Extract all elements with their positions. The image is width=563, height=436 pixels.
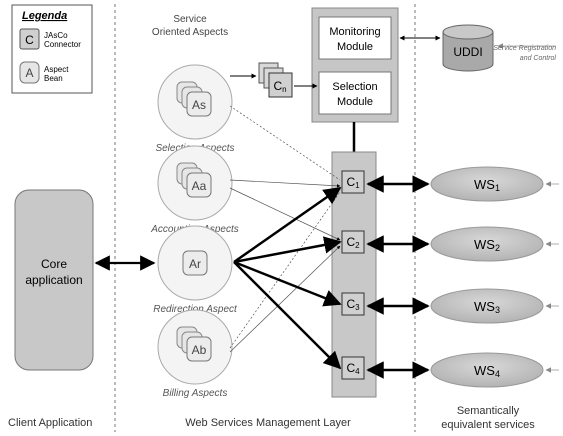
legend-connector-label-1: JAsCo	[44, 31, 68, 40]
legend: Legenda C JAsCo Connector A Aspect Bean	[11, 4, 93, 94]
redirection-to-c1-arrow	[233, 186, 342, 264]
aspect-symbol: Ar	[189, 257, 201, 271]
caption-semantically-1: Semantically	[457, 405, 520, 417]
web-service-3: WS3	[366, 288, 559, 324]
legend-connector-symbol: C	[25, 33, 34, 47]
accounting-to-c2-link	[229, 187, 341, 241]
heading-service-oriented-1: Service	[173, 14, 207, 25]
heading-service-oriented-2: Oriented Aspects	[152, 27, 228, 38]
selection-module-label-1: Selection	[332, 81, 377, 93]
core-application: Core application	[14, 189, 94, 371]
redirection-to-c3-arrow	[233, 260, 342, 307]
selection-module-label-2: Module	[337, 96, 373, 108]
redirection-to-c2-arrow	[233, 236, 342, 264]
connector-cn-label: Cn	[273, 79, 286, 94]
connector-label: C3	[346, 297, 360, 312]
connector-c4: C4	[341, 356, 365, 380]
legend-aspect-symbol: A	[25, 66, 33, 80]
modules-panel: Monitoring Module Selection Module	[311, 7, 399, 123]
web-service-label: WS4	[474, 363, 500, 379]
accounting-to-c1-link	[229, 179, 341, 188]
web-service-ellipse	[430, 288, 544, 324]
uddi-label: UDDI	[453, 45, 482, 59]
uddi-database: UDDI	[442, 24, 494, 72]
web-service-ellipse	[430, 226, 544, 262]
caption-client-application: Client Application	[8, 417, 92, 429]
redirection-arrows	[233, 186, 342, 370]
connector-label: C1	[346, 175, 360, 190]
monitoring-module	[318, 16, 392, 60]
legend-aspect-label-2: Bean	[44, 74, 63, 83]
web-service-1: WS1	[366, 166, 559, 202]
monitoring-module-label-2: Module	[337, 41, 373, 53]
aspect-symbol: Aa	[192, 179, 207, 193]
aspect-symbol: Ab	[192, 343, 207, 357]
connector-cn: Cn	[258, 62, 293, 98]
web-service-ellipse	[430, 352, 544, 388]
monitoring-module-label-1: Monitoring	[329, 26, 380, 38]
aspect-connector-links	[229, 105, 341, 353]
legend-title: Legenda	[22, 10, 67, 22]
aspect-symbol: As	[192, 98, 206, 112]
web-service-4: WS4	[366, 352, 559, 388]
uddi-note-1: Service Registration	[493, 45, 556, 52]
connector-label: C2	[346, 235, 360, 250]
web-service-label: WS3	[474, 299, 500, 315]
uddi-note-2: and Control	[520, 55, 557, 62]
core-application-label-1: Core	[41, 257, 67, 271]
web-service-label: WS2	[474, 237, 500, 253]
connector-c1: C1	[341, 170, 365, 194]
connector-c3: C3	[341, 292, 365, 316]
web-service-2: WS2	[366, 226, 559, 262]
caption-semantically-2: equivalent services	[441, 419, 535, 431]
web-service-label: WS1	[474, 177, 500, 193]
redirection-to-c4-arrow	[233, 261, 342, 370]
selection-module	[318, 71, 392, 115]
core-application-label-2: application	[25, 273, 82, 287]
web-service-ellipse	[430, 166, 544, 202]
billing-to-c1-link	[229, 191, 341, 349]
connector-c2: C2	[341, 230, 365, 254]
aspect-label: Redirection Aspect	[153, 304, 238, 315]
aspect-label: Billing Aspects	[163, 388, 228, 399]
connector-label: C4	[346, 361, 360, 376]
legend-connector-label-2: Connector	[44, 40, 81, 49]
legend-aspect-label-1: Aspect	[44, 65, 69, 74]
billing-to-c2-link	[229, 245, 341, 353]
caption-management-layer: Web Services Management Layer	[185, 417, 351, 429]
